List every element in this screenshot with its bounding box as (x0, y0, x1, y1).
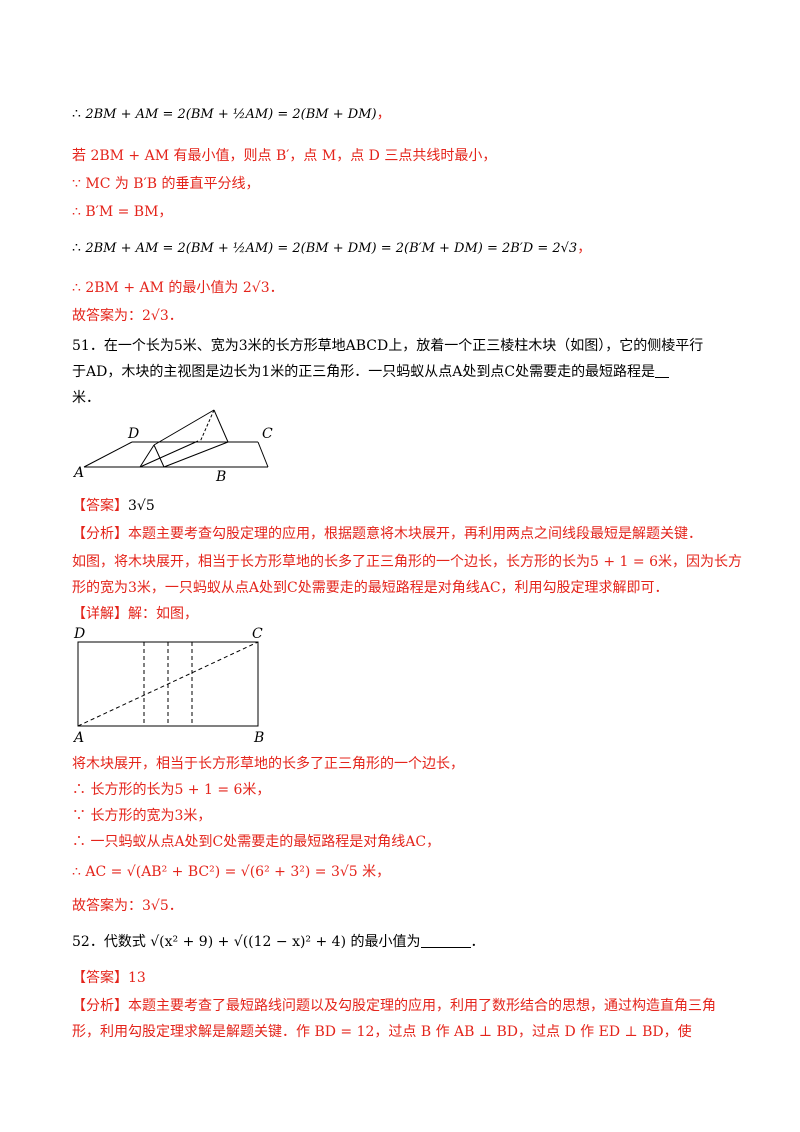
solution-line-5: ∴ 2BM + AM = 2(BM + ½AM) = 2(BM + DM) = … (72, 240, 592, 256)
answer-blank (420, 933, 471, 948)
math-expression: 2BM + AM = 2(BM + ½AM) = 2(BM + DM) = 2(… (85, 241, 578, 256)
analysis-line-2: 形，利用勾股定理求解是解题关键．作 BD = 12，过点 B 作 AB ⊥ BD… (72, 1024, 692, 1040)
point-label-a: A (72, 465, 84, 481)
step-line-6: 故答案为：3√5． (72, 898, 183, 914)
solution-line-2: 若 2BM + AM 有最小值，则点 B′，点 M，点 D 三点共线时最小， (72, 148, 497, 164)
unfolded-figure: D C A B (72, 626, 264, 746)
math-expression: 2BM + AM = 2(BM + ½AM) = 2(BM + DM) (85, 107, 377, 122)
point-label-c: C (252, 626, 263, 642)
point-label-a: A (72, 730, 84, 746)
solution-line-1: ∴ 2BM + AM = 2(BM + ½AM) = 2(BM + DM)， (72, 106, 391, 122)
answer-blank (655, 363, 670, 378)
solution-line-3: ∵ MC 为 B′B 的垂直平分线， (72, 176, 260, 192)
question-51-text-2: 于AD，木块的主视图是边长为1米的正三角形．一只蚂蚁从点A处到点C处需要走的最短… (72, 362, 670, 382)
point-label-c: C (262, 426, 273, 442)
analysis-line-1: 【分析】本题主要考查勾股定理的应用，根据题意将木块展开，再利用两点之间线段最短是… (72, 526, 702, 542)
question-51-text-1: 51．在一个长为5米、宽为3米的长方形草地ABCD上，放着一个正三棱柱木块（如图… (72, 338, 704, 354)
solution-line-6: ∴ 2BM + AM 的最小值为 2√3． (72, 280, 284, 296)
analysis-line-3: 形的宽为3米，一只蚂蚁从点A处到C处需要走的最短路程是对角线AC，利用勾股定理求… (72, 580, 669, 596)
final-answer-line: 故答案为：2√3． (72, 308, 183, 324)
point-label-b: B (253, 730, 264, 746)
step-line-3: ∵ 长方形的宽为3米， (72, 808, 212, 824)
answer-line: 【答案】3√5 (72, 498, 155, 514)
solution-line-4: ∴ B′M = BM， (72, 204, 173, 220)
analysis-line-1: 【分析】本题主要考查了最短路线问题以及勾股定理的应用，利用了数形结合的思想，通过… (72, 998, 716, 1014)
step-line-5: ∴ AC = √(AB² + BC²) = √(6² + 3²) = 3√5 米… (72, 864, 391, 880)
step-line-1: 将木块展开，相当于长方形草地的长多了正三角形的一个边长， (72, 756, 464, 772)
step-line-2: ∴ 长方形的长为5 + 1 = 6米， (72, 782, 271, 798)
detail-line: 【详解】解：如图， (72, 606, 198, 622)
step-line-4: ∴ 一只蚂蚁从点A处到C处需要走的最短路程是对角线AC， (72, 834, 441, 850)
point-label-d: D (127, 426, 139, 442)
analysis-line-2: 如图，将木块展开，相当于长方形草地的长多了正三角形的一个边长，长方形的长为5 +… (72, 554, 742, 570)
point-label-d: D (73, 626, 85, 642)
answer-line: 【答案】13 (72, 970, 146, 986)
prism-figure: A B C D (72, 409, 273, 485)
point-label-b: B (215, 469, 226, 485)
question-51-text-3: 米． (72, 390, 100, 406)
question-52-text: 52．代数式 √(x² + 9) + √((12 − x)² + 4) 的最小值… (72, 933, 485, 950)
